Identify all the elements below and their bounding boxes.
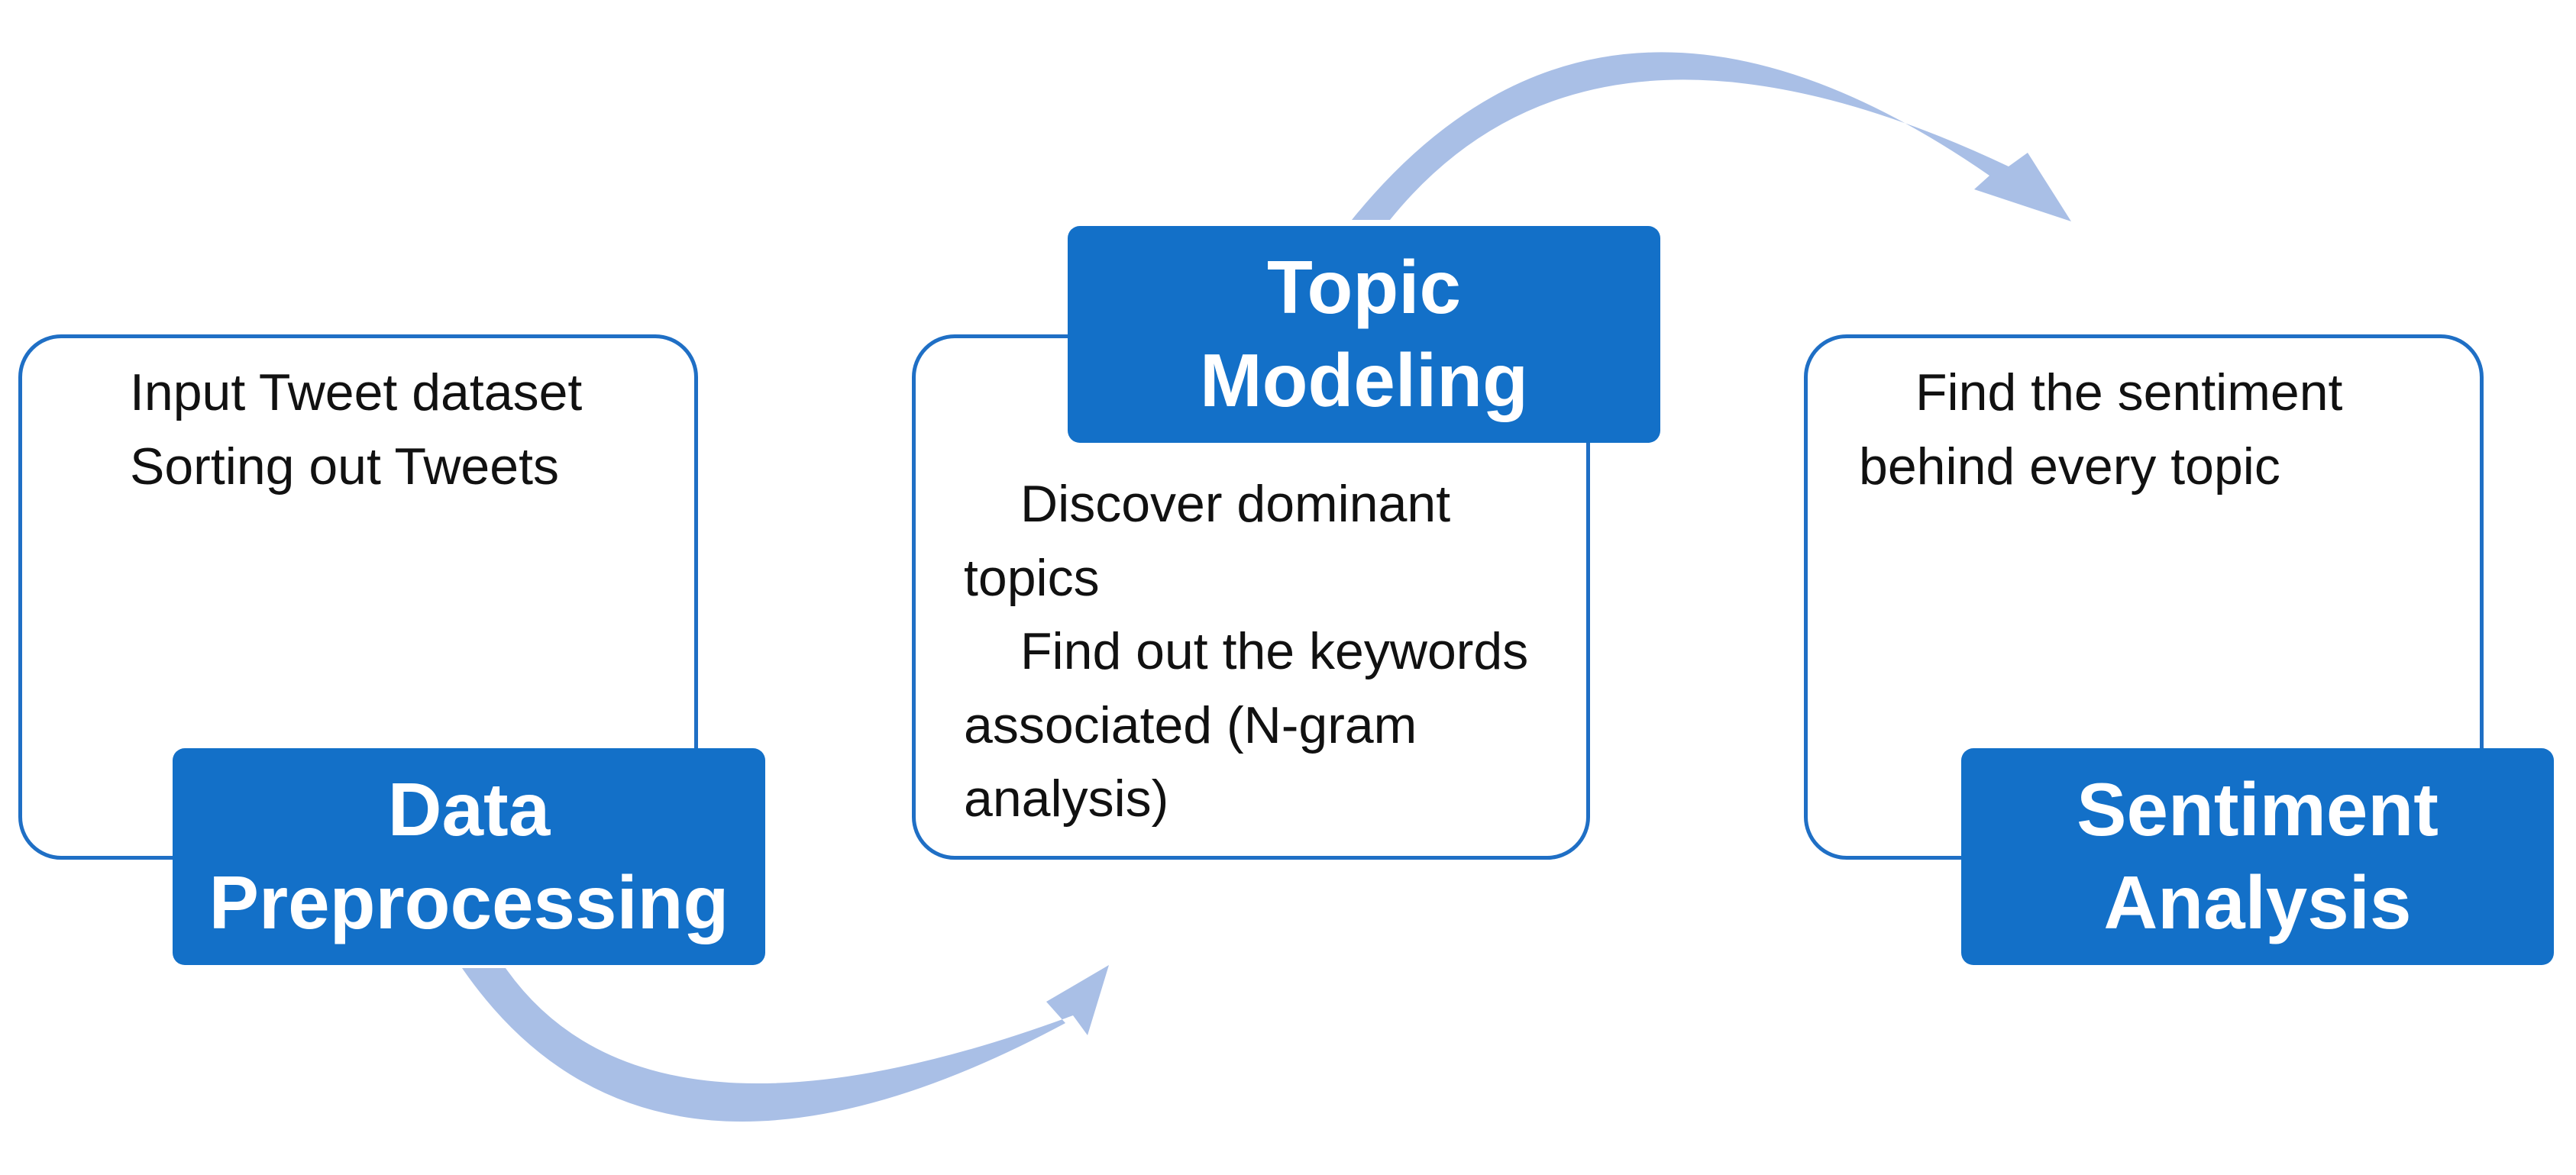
curved-arrow-icon-preprocessing-to-modeling bbox=[462, 965, 1109, 1122]
item-sorting-out-tweets: Sorting out Tweets bbox=[130, 437, 559, 496]
item-find-the-sentiment: Find the sentiment behind every topic bbox=[1859, 363, 2343, 496]
title-line: Modeling bbox=[1199, 338, 1529, 422]
curved-arrow-icon-modeling-to-sentiment bbox=[1352, 52, 2071, 221]
item-discover-dominant-topics: Discover dominant topics bbox=[964, 475, 1451, 607]
item-find-out-keywords: Find out the keywords associated (N-gram… bbox=[964, 622, 1529, 828]
title-line: Topic bbox=[1266, 245, 1462, 330]
topic-modeling-title: Topic Modeling bbox=[1068, 226, 1660, 443]
data-preprocessing-title: Data Preprocessing bbox=[173, 748, 765, 965]
title-line: Preprocessing bbox=[208, 860, 729, 944]
item-input-tweet-dataset: Input Tweet dataset bbox=[130, 363, 583, 421]
title-line: Data bbox=[387, 767, 551, 852]
title-line: Analysis bbox=[2103, 860, 2412, 944]
topic-modeling-items: Discover dominant topics Find out the ke… bbox=[964, 467, 1544, 836]
data-preprocessing-items: Input Tweet dataset Sorting out Tweets bbox=[130, 356, 680, 503]
title-line: Sentiment bbox=[2077, 767, 2439, 852]
sentiment-analysis-title: Sentiment Analysis bbox=[1961, 748, 2554, 965]
sentiment-analysis-items: Find the sentiment behind every topic bbox=[1859, 356, 2439, 503]
